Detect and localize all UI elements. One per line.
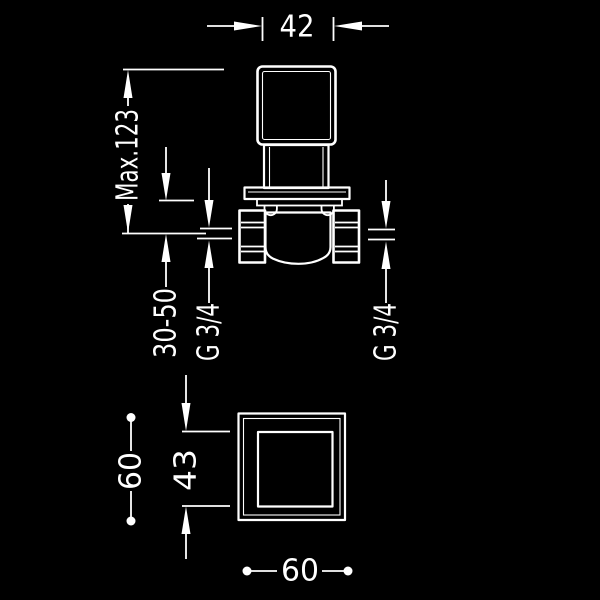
handle-outline [256, 65, 337, 146]
dim-thread-left: G 3/4 [192, 168, 232, 361]
valve-side-view [238, 65, 361, 265]
escutcheon-side-outline [243, 186, 351, 201]
plate-inner-square [256, 430, 334, 508]
dim-thread-right: G 3/4 [368, 180, 404, 361]
arrowhead-right-icon [234, 21, 262, 31]
dim-handle-width: 42 [207, 10, 389, 45]
dim-plate-height: 60 [114, 413, 149, 526]
dim-label-plate-height: 60 [114, 452, 149, 490]
dim-label-inner-square: 43 [169, 449, 204, 491]
dim-inner-square: 43 [169, 375, 230, 559]
arrowhead-down-icon [123, 205, 133, 233]
plate-outer-square [237, 412, 347, 522]
mounting-bar [256, 198, 343, 207]
dim-plate-width: 60 [242, 554, 353, 589]
arrowhead-up-icon [123, 70, 133, 98]
dim-label-max-height: Max.123 [111, 109, 146, 201]
dim-label-thread-right: G 3/4 [369, 303, 404, 361]
handle-inner-line [261, 70, 332, 141]
dim-label-thread-left: G 3/4 [192, 303, 227, 361]
union-nut-right-thread-lines [335, 221, 358, 253]
stem-outline [262, 143, 330, 190]
arrowhead-up-icon [204, 240, 214, 268]
arrowhead-up-icon [381, 241, 391, 269]
dim-dot-right-icon [343, 566, 353, 576]
arrowhead-up-icon [181, 506, 191, 534]
dim-max-height: Max.123 [111, 68, 224, 235]
dim-label-handle-width: 42 [280, 10, 315, 45]
valve-body-outline [264, 211, 332, 265]
arrowhead-left-icon [334, 21, 362, 31]
plate-outer-inner-line [242, 417, 341, 516]
union-nut-left [238, 209, 267, 264]
dim-dot-left-icon [242, 566, 252, 576]
dim-dot-top-icon [126, 413, 136, 422]
dim-label-install-depth: 30-50 [149, 288, 184, 358]
clip-right [320, 205, 335, 217]
union-nut-right [332, 209, 361, 264]
arrowhead-down-icon [204, 200, 214, 228]
arrowhead-down-icon [161, 173, 171, 201]
arrowhead-down-icon [381, 201, 391, 229]
dim-label-plate-width: 60 [281, 554, 319, 589]
escutcheon-front-view [237, 412, 347, 522]
arrowhead-down-icon [181, 403, 191, 431]
arrowhead-up-icon [161, 234, 171, 262]
union-nut-left-thread-lines [241, 221, 264, 253]
dim-dot-bottom-icon [126, 516, 136, 526]
dim-install-depth: 30-50 [149, 147, 194, 358]
